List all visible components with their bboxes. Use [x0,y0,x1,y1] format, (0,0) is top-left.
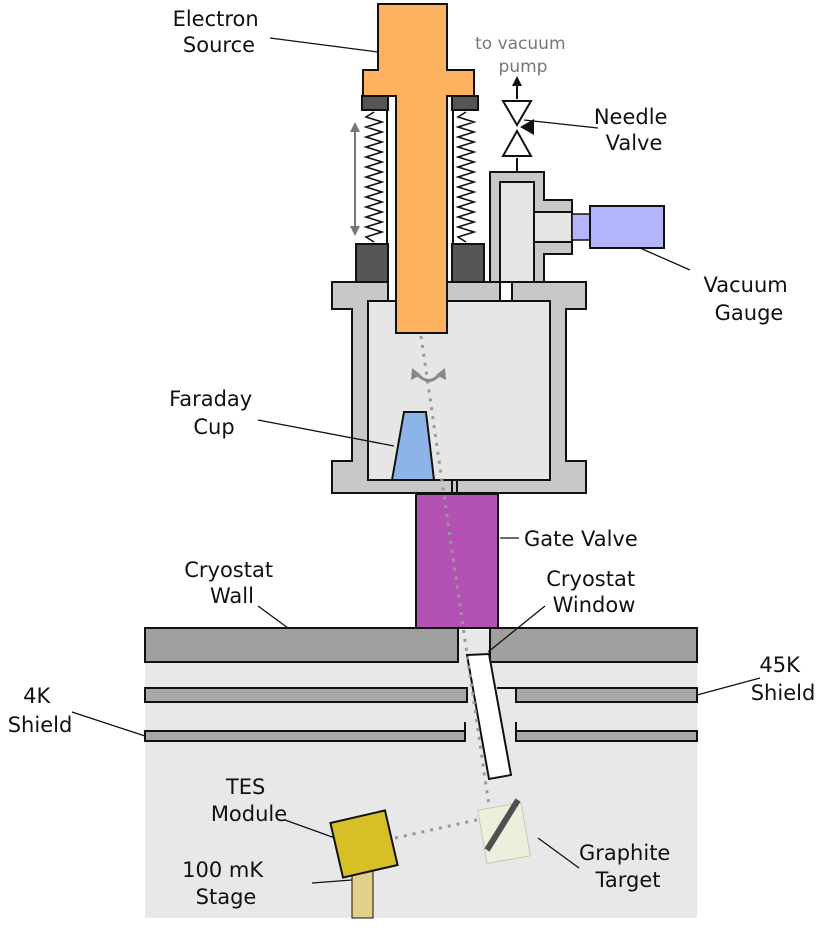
cryostat-wall-left [144,627,459,663]
side-port-inner [499,181,535,283]
beam-path-main [419,335,493,821]
bellows-left [363,111,385,243]
bellows-tube-right [452,110,454,244]
graphite-target-box [477,802,531,864]
gate-valve [415,493,499,629]
label-100mk-stage: 100 mK Stage [182,858,270,909]
pump-arrow-up-icon [512,76,522,86]
label-cryostat-window: Cryostat Window [546,567,642,617]
shield-45k-right [515,687,698,703]
bellows-travel-arrowhead-bottom [350,226,360,236]
leader-lines [71,37,761,884]
label-4k-shield: 4K Shield [8,684,73,737]
bellows-flange-top-right [451,95,479,111]
graphite-target [484,798,521,852]
label-graphite-target: Graphite Target [579,841,677,892]
label-cryostat-wall: Cryostat Wall [184,558,280,608]
label-gate-valve: Gate Valve [524,527,638,551]
shield-4k-left [144,730,466,742]
needle-valve [501,76,534,157]
vacuum-gauge [571,205,665,249]
tes-module [329,809,399,879]
label-45k-shield: 45K Shield [751,653,816,705]
electron-beam [394,335,493,840]
bellows-travel-arrowhead-top [350,122,360,132]
cryostat-wall-right [489,627,698,663]
bellows-assembly [350,95,485,283]
vacuum-gauge-body [589,205,665,249]
side-port-channel [533,211,573,243]
cryostat [144,627,698,918]
label-to-vacuum-pump: to vacuum pump [475,34,571,77]
cryostat-window-tube [465,652,513,781]
label-vacuum-gauge: Vacuum Gauge [704,273,795,325]
label-needle-valve: Needle Valve [594,105,674,155]
bellows-flange-bottom-right [451,243,485,283]
needle-valve-bottom-triangle [501,128,533,157]
electron-source [362,3,475,334]
shield-4k-right [515,730,698,742]
rotation-arrow-icon [411,368,446,382]
faraday-cup [390,411,436,481]
bellows-tube-left [386,110,388,244]
vacuum-gauge-neck [571,213,591,241]
bellows-flange-bottom-left [355,243,389,283]
label-tes-module: TES Module [211,775,287,826]
label-faraday-cup: Faraday Cup [169,387,259,439]
label-electron-source: Electron Source [173,7,266,57]
bellows-right [455,111,477,243]
needle-valve-handle [520,119,534,135]
shield-45k-left [144,687,468,703]
beam-path-scattered [394,815,491,840]
needle-valve-top-triangle [501,100,533,127]
bellows-flange-top-left [361,95,389,111]
